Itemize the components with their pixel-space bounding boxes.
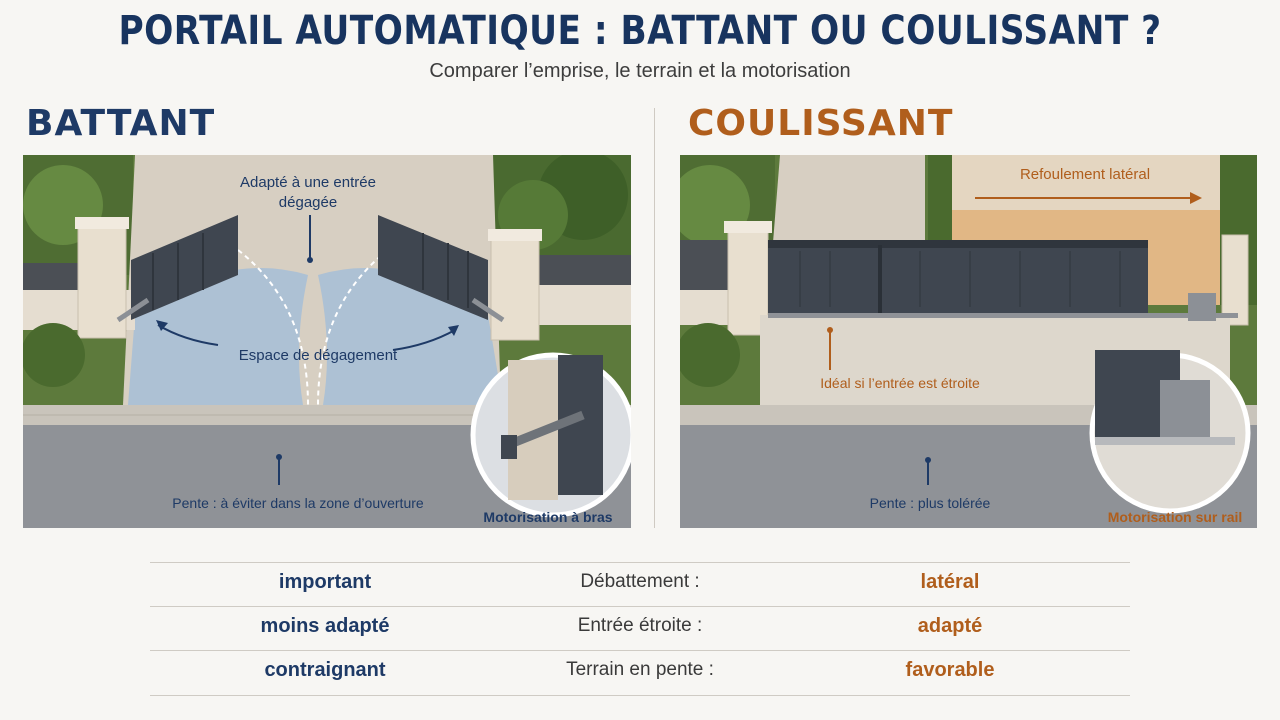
table-row: moins adapté Entrée étroite : adapté [150,606,1130,651]
table-row: important Débattement : latéral [150,562,1130,607]
coulissant-motor-label: Motorisation sur rail [1107,509,1243,525]
coulissant-value: adapté [917,615,983,637]
battant-clearance-label: Espace de dégagement [238,347,398,364]
coulissant-value: favorable [905,659,995,681]
coulissant-side-label: Refoulement latéral [1019,166,1151,183]
coulissant-heading: COULISSANT [688,103,954,144]
criterion-label: Terrain en pente : [566,659,714,680]
battant-scene-drawing [23,155,631,528]
criterion-label: Débattement : [580,571,700,592]
battant-slope-label: Pente : à éviter dans la zone d’ouvertur… [172,495,424,511]
coulissant-value: latéral [920,571,980,593]
battant-value: contraignant [264,659,386,681]
section-divider [654,108,655,528]
battant-heading: BATTANT [26,103,216,144]
battant-illustration: Adapté à une entrée dégagée Espace de dé… [23,155,631,528]
coulissant-slope-label: Pente : plus tolérée [869,495,991,511]
page-title: PORTAIL AUTOMATIQUE : BATTANT OU COULISS… [118,8,1162,54]
page-subtitle: Comparer l’emprise, le terrain et la mot… [429,60,851,82]
battant-entry-label: Adapté à une entrée dégagée [240,174,376,211]
coulissant-scene-drawing [680,155,1257,528]
battant-value: important [278,571,372,593]
table-row: contraignant Terrain en pente : favorabl… [150,650,1130,696]
battant-value: moins adapté [260,615,390,637]
criterion-label: Entrée étroite : [577,615,703,636]
battant-motor-label: Motorisation à bras [483,509,613,525]
coulissant-illustration: Refoulement latéral Idéal si l’entrée es… [680,155,1257,528]
coulissant-narrow-label: Idéal si l’entrée est étroite [820,375,980,391]
